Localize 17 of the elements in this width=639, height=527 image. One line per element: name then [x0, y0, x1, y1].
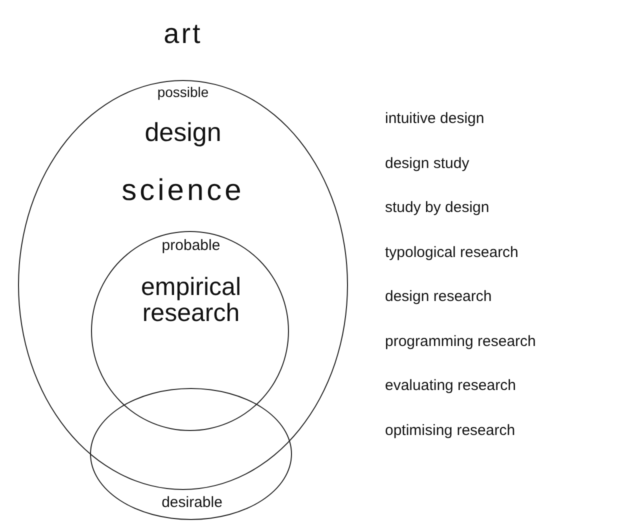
region-label: probable [162, 238, 220, 254]
region-label: empirical research [140, 274, 242, 326]
category-label: design study [385, 154, 470, 172]
category-label: study by design [385, 199, 490, 216]
category-label: evaluating research [385, 377, 516, 394]
region-label: science [122, 175, 244, 206]
category-label: optimising research [385, 422, 516, 438]
ellipse [91, 231, 289, 431]
region-label: desirable [162, 495, 222, 511]
category-label: intuitive design [385, 110, 484, 127]
category-label: design research [385, 288, 492, 305]
region-label: art [164, 19, 202, 48]
category-label: typological research [385, 244, 518, 260]
region-label: possible [157, 85, 209, 100]
ellipse [90, 388, 292, 520]
category-label: programming research [385, 332, 536, 350]
region-label: design [144, 119, 222, 146]
